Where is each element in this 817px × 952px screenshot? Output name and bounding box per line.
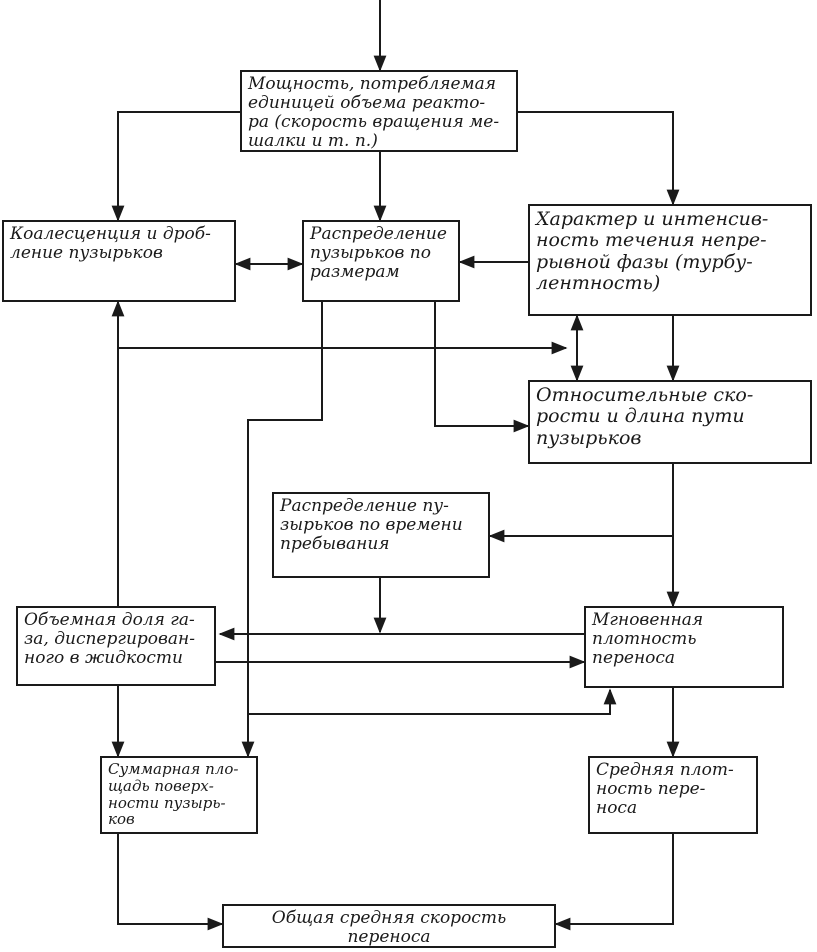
node-coalescence: Коалесценция и дроб- ление пузырьков — [2, 220, 236, 302]
node-size-distribution: Распределение пузырьков по размерам — [302, 220, 460, 302]
arrow-power-to-coalescence — [111, 111, 240, 222]
arrow-area-to-overall — [117, 834, 224, 931]
node-total-area: Суммарная пло- щадь поверх- ности пузырь… — [100, 756, 258, 834]
node-mean-density: Средняя плот- ность пере- носа — [588, 756, 758, 834]
node-instant-transfer: Мгновенная плотность переноса — [584, 606, 784, 688]
arrow-area-to-instant — [248, 688, 617, 715]
arrow-size-to-total-area — [241, 302, 323, 758]
node-gas-fraction: Объемная доля га- за, диспергирован- ног… — [16, 606, 216, 686]
arrow-size-to-relative — [434, 302, 530, 433]
node-relative-velocity: Относительные ско- рости и длина пути пу… — [528, 380, 812, 464]
node-overall-rate: Общая средняя скорость переноса — [222, 904, 556, 948]
node-power-consumption: Мощность, потребляемая единицей объема р… — [240, 70, 518, 152]
arrow-power-to-flow — [518, 111, 680, 206]
node-flow-character: Характер и интенсив- ность течения непре… — [528, 204, 812, 316]
arrow-mean-to-overall — [554, 834, 674, 931]
node-residence-distribution: Распределение пу- зырьков по времени пре… — [272, 492, 490, 578]
